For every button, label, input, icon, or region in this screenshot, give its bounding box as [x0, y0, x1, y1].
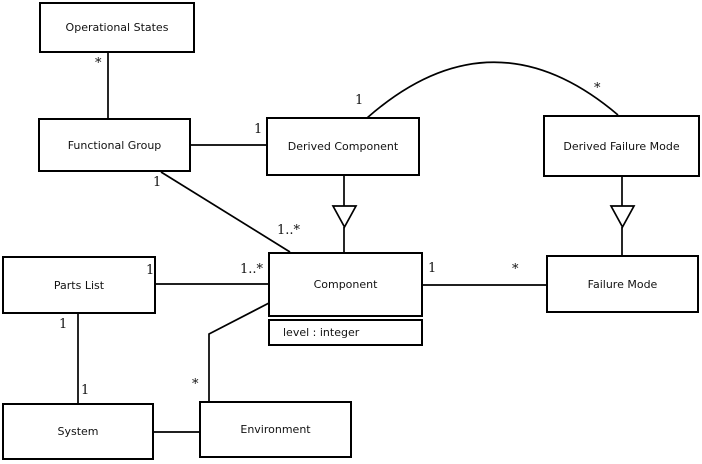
class-failure-mode: Failure Mode: [546, 255, 699, 313]
multiplicity-component-fg-end: 1..*: [277, 223, 301, 238]
class-label: Derived Component: [287, 140, 399, 153]
multiplicity-functional-group-comp-end: 1: [153, 175, 162, 190]
multiplicity-component-fm-end: 1: [428, 261, 437, 276]
class-label: Functional Group: [67, 138, 162, 152]
multiplicity-derived-component-fg-end: 1: [254, 122, 263, 137]
hollow-triangle-icon: [331, 205, 358, 229]
class-operational-states: Operational States: [39, 2, 195, 53]
class-label: Operational States: [65, 21, 169, 34]
class-label: Failure Mode: [587, 277, 658, 291]
edge-functional-group-component: [160, 171, 291, 253]
class-label: Parts List: [53, 278, 105, 292]
multiplicity-failure-mode-comp-end: *: [512, 262, 519, 277]
hollow-triangle-icon: [609, 205, 636, 229]
class-functional-group: Functional Group: [38, 118, 191, 172]
class-derived-failure-mode: Derived Failure Mode: [543, 115, 700, 177]
class-component-attributes: level : integer: [268, 319, 423, 346]
attribute-label: level : integer: [283, 326, 360, 339]
multiplicity-component-pl-end: 1..*: [240, 262, 264, 277]
multiplicity-parts-list-sys-end: 1: [59, 317, 68, 332]
multiplicity-derived-component-arc-end: 1: [355, 93, 364, 108]
multiplicity-operational-states-end: *: [95, 56, 102, 71]
class-derived-component: Derived Component: [266, 117, 420, 176]
class-system: System: [2, 403, 154, 460]
multiplicity-derived-failure-mode-arc-end: *: [594, 81, 601, 96]
multiplicity-parts-list-comp-end: 1: [146, 263, 155, 278]
multiplicity-system-pl-end: 1: [81, 383, 90, 398]
class-parts-list: Parts List: [2, 256, 156, 314]
multiplicity-environment-comp-end: *: [192, 377, 199, 392]
class-label: Derived Failure Mode: [563, 139, 680, 153]
generalization-derived-component-component: [331, 176, 358, 252]
class-label: System: [57, 425, 99, 438]
generalization-derived-failure-mode-failure-mode: [609, 177, 636, 255]
class-label: Environment: [240, 423, 311, 436]
class-environment: Environment: [199, 401, 352, 458]
class-label: Component: [313, 278, 378, 291]
edge-component-environment: [208, 302, 270, 401]
edge-derived-component-derived-failure-mode-arc: [366, 61, 619, 119]
class-component: Component: [268, 252, 423, 317]
